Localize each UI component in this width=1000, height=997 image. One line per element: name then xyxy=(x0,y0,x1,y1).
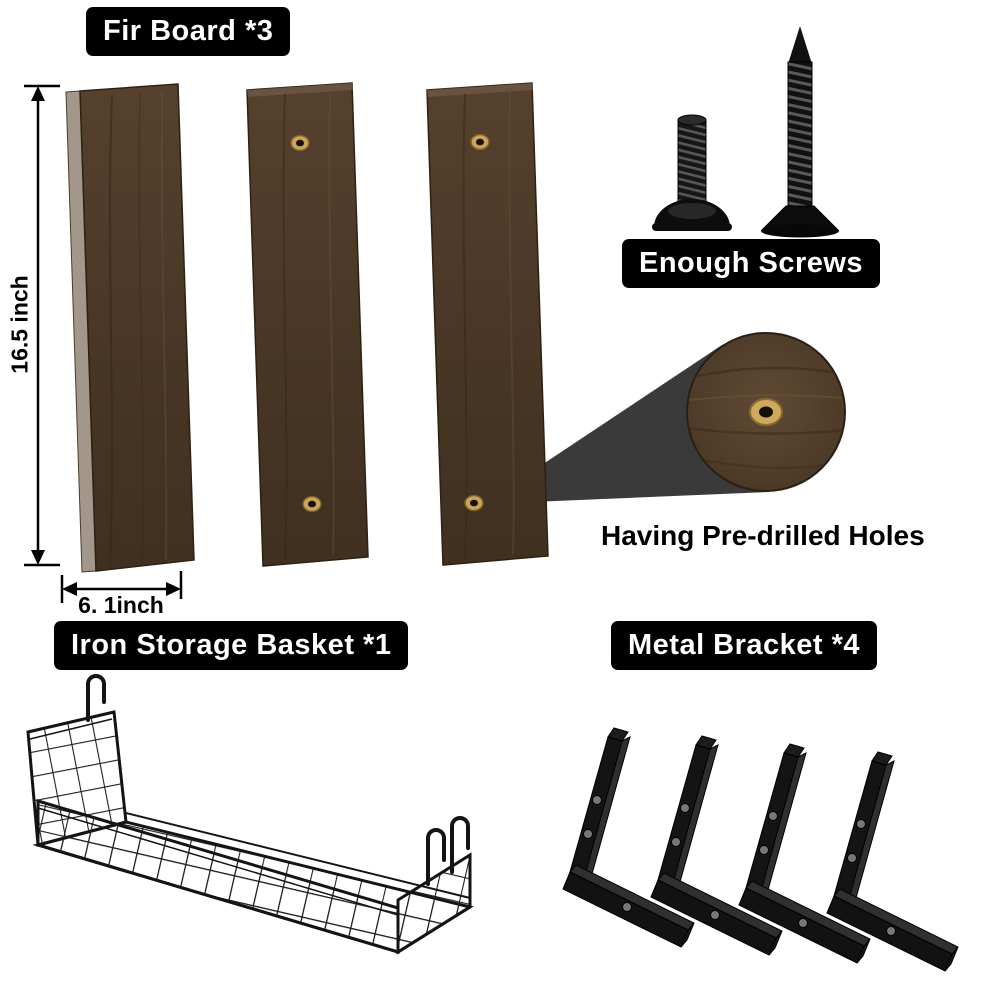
predrilled-annotation: Having Pre-drilled Holes xyxy=(601,520,925,551)
fir-board-label: Fir Board *3 xyxy=(86,7,291,56)
board-width-dimension: 6. 1inch xyxy=(78,592,164,618)
basket-hook xyxy=(450,816,470,874)
machine-screw xyxy=(652,114,732,231)
predrilled-hole xyxy=(302,495,322,513)
basket-hook xyxy=(86,674,106,722)
wood-screw xyxy=(760,26,840,238)
fir-board-3 xyxy=(426,82,549,566)
predrilled-hole xyxy=(470,133,490,151)
predrilled-hole xyxy=(464,494,484,512)
fir-board-2 xyxy=(246,82,369,567)
predrilled-hole-magnified xyxy=(749,398,783,426)
metal-brackets xyxy=(562,727,959,972)
board-height-dimension: 16.5 inch xyxy=(6,275,33,374)
board-width-arrow xyxy=(60,571,183,603)
basket-hook xyxy=(426,828,446,886)
enough-screws-label: Enough Screws xyxy=(622,239,881,288)
predrilled-hole xyxy=(290,134,310,152)
magnifier-circle xyxy=(686,332,846,492)
metal-bracket-label: Metal Bracket *4 xyxy=(611,621,878,670)
fir-board-1 xyxy=(65,83,195,573)
board-height-arrow xyxy=(24,84,60,567)
storage-basket xyxy=(26,674,474,955)
iron-basket-label: Iron Storage Basket *1 xyxy=(54,621,409,670)
